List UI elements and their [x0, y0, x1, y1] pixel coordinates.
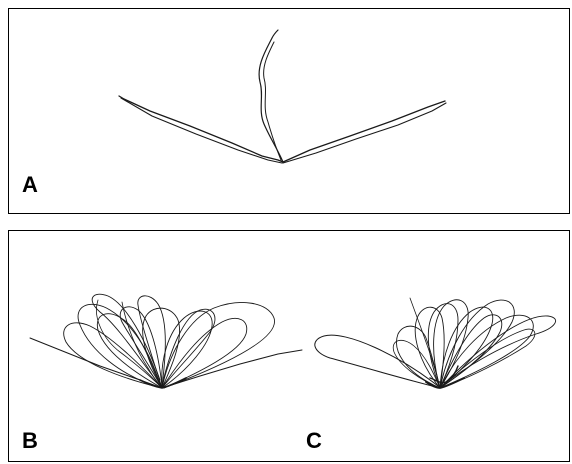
drawing-a — [119, 30, 446, 163]
panel-label-a: A — [22, 174, 38, 196]
drawing-b — [30, 294, 302, 388]
panel-label-c: C — [306, 430, 322, 452]
drawing-c — [315, 298, 556, 388]
panel-label-b: B — [22, 430, 38, 452]
